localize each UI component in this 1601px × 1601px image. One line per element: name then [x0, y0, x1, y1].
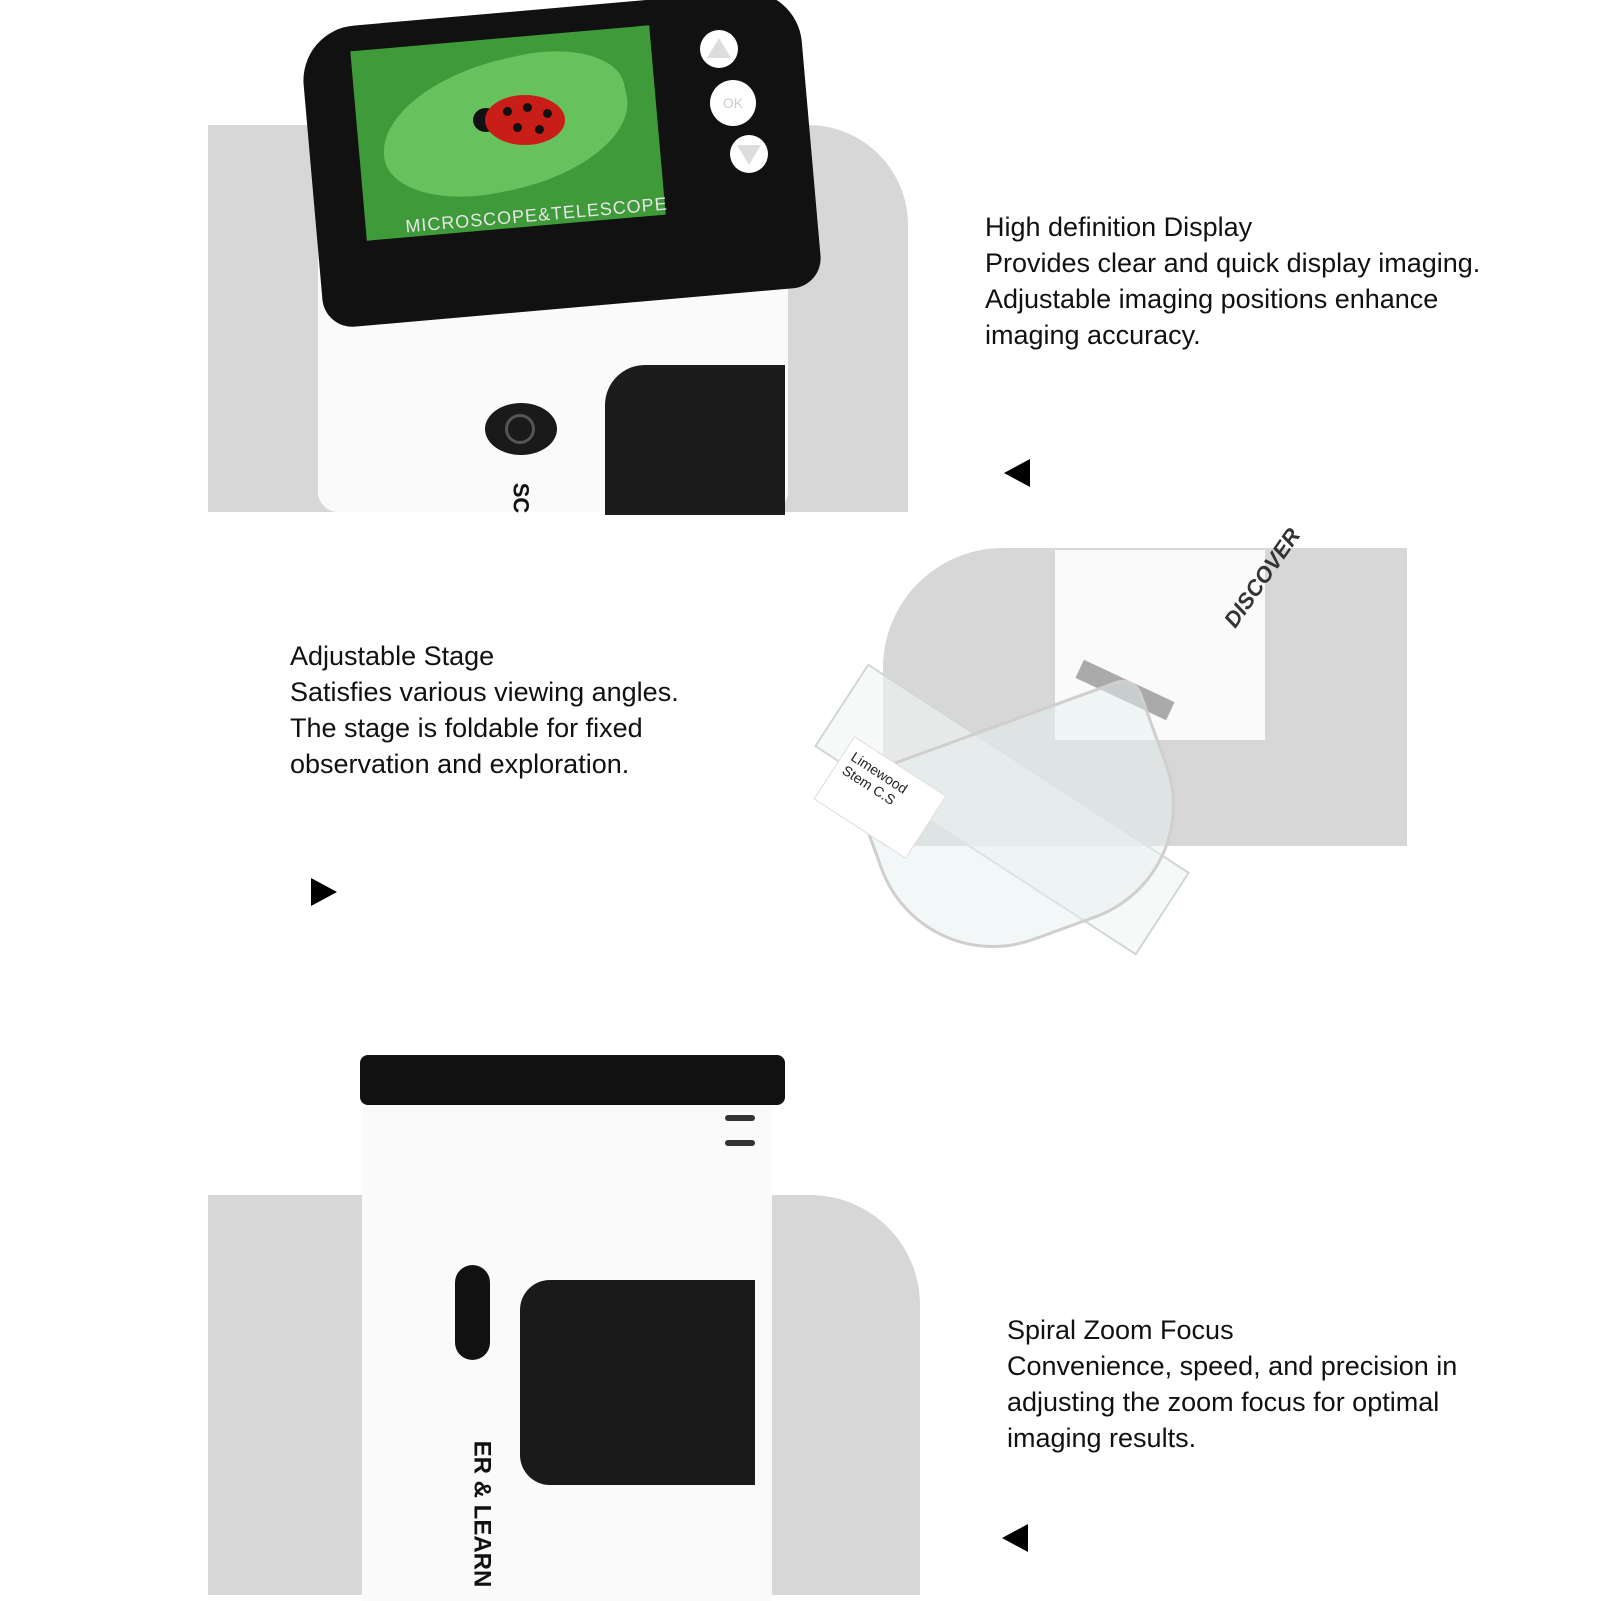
focus-grip	[605, 365, 785, 515]
ladybug-image	[485, 95, 565, 145]
vent-slot	[725, 1140, 755, 1146]
triangle-down-icon	[737, 145, 761, 165]
display-line: Adjustable imaging positions enhance	[985, 284, 1439, 314]
zoom-line: imaging results.	[1007, 1423, 1197, 1453]
zoom-line: adjusting the zoom focus for optimal	[1007, 1387, 1440, 1417]
side-brand-text: SC	[508, 482, 534, 514]
text-card-display	[965, 190, 1601, 440]
zoom-title: Spiral Zoom Focus	[1007, 1315, 1234, 1345]
side-brand-text: ER & LEARN	[468, 1440, 496, 1588]
stage-title: Adjustable Stage	[290, 641, 495, 671]
up-button	[700, 30, 738, 68]
stage-line: Satisfies various viewing angles.	[290, 677, 679, 707]
microscope-top-cap	[360, 1055, 785, 1105]
triangle-left-icon	[1002, 1524, 1028, 1552]
stage-line: The stage is foldable for fixed	[290, 713, 643, 743]
side-button	[455, 1265, 490, 1360]
text-card-stage	[208, 590, 748, 835]
display-title: High definition Display	[985, 212, 1253, 242]
stage-line: observation and exploration.	[290, 749, 630, 779]
zoom-feature-text: Spiral Zoom Focus Convenience, speed, an…	[1007, 1312, 1457, 1456]
display-feature-text: High definition Display Provides clear a…	[985, 209, 1480, 353]
triangle-right-icon	[311, 878, 337, 906]
vent-slot	[725, 1115, 755, 1121]
text-card-zoom	[948, 1258, 1601, 1494]
spiral-zoom-grip	[520, 1280, 755, 1485]
stage-feature-text: Adjustable Stage Satisfies various viewi…	[290, 638, 679, 782]
triangle-left-icon	[1004, 459, 1030, 487]
display-line: imaging accuracy.	[985, 320, 1201, 350]
triangle-up-icon	[707, 38, 731, 58]
display-line: Provides clear and quick display imaging…	[985, 248, 1481, 278]
ok-button: OK	[710, 80, 756, 126]
down-button	[730, 135, 768, 173]
zoom-line: Convenience, speed, and precision in	[1007, 1351, 1458, 1381]
power-icon	[505, 414, 535, 444]
